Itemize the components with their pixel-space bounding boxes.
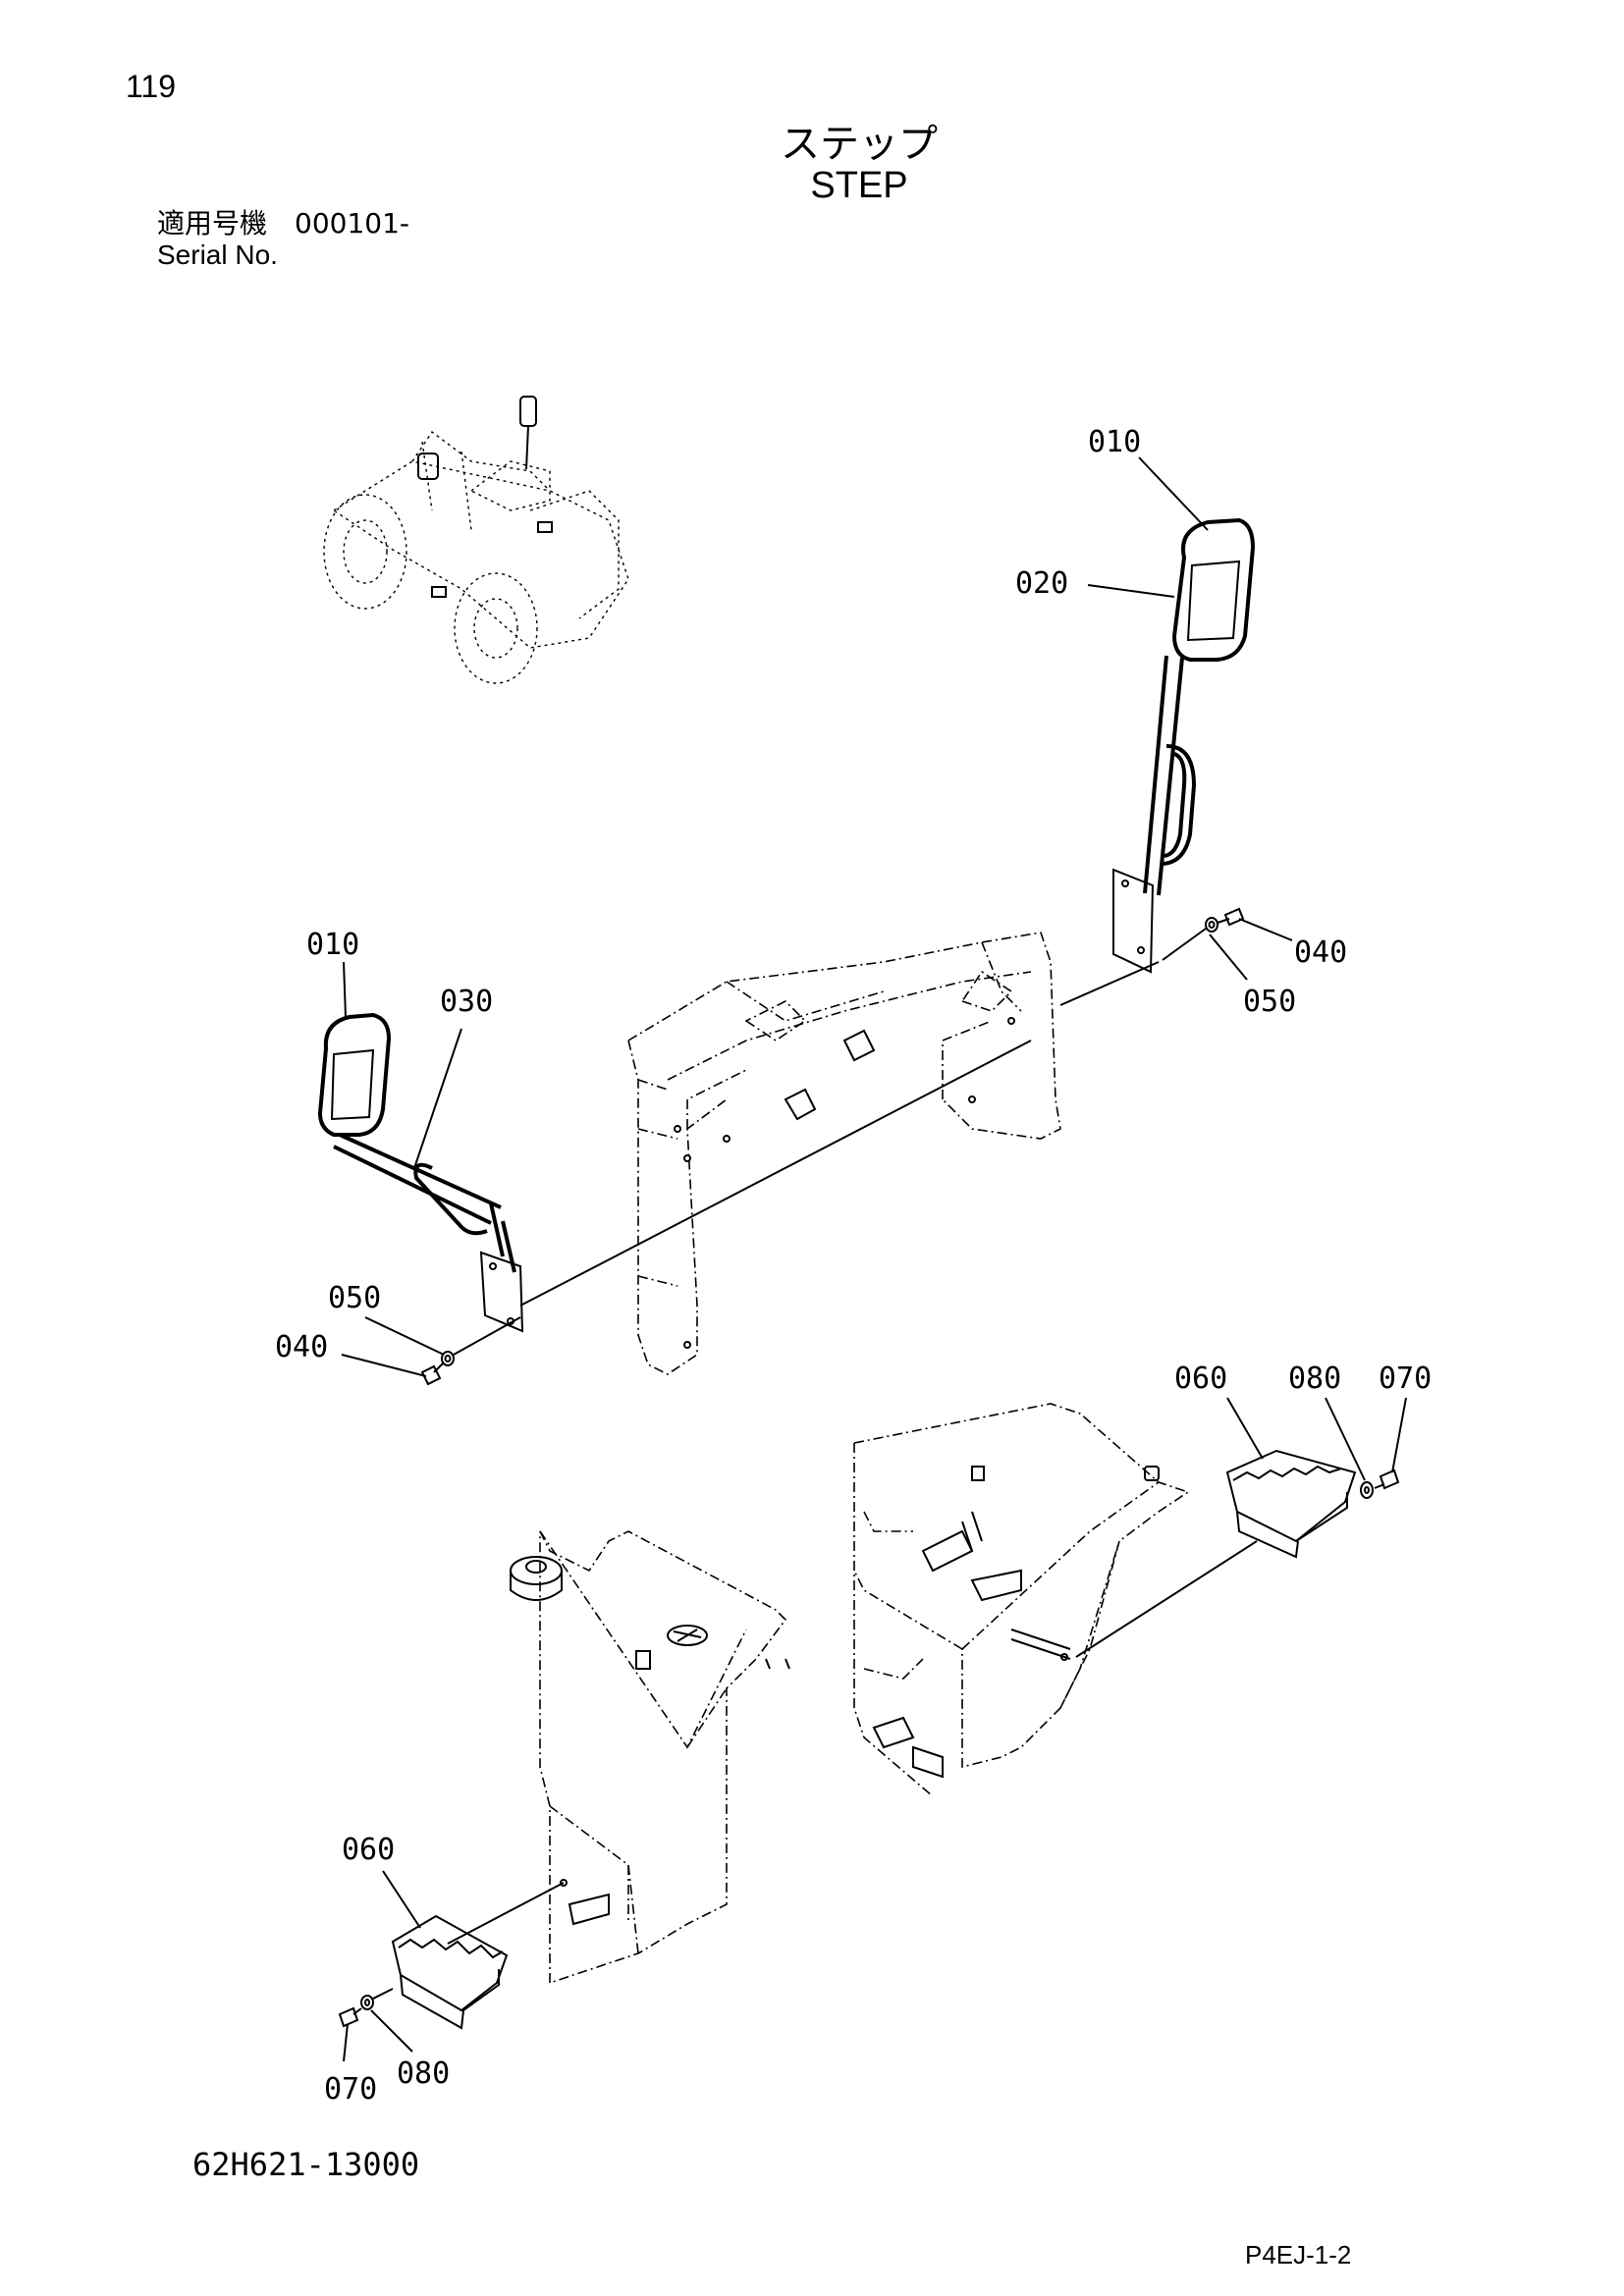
right-pedal-bolt-washer (1360, 1468, 1400, 1499)
right-tank-phantom (853, 1403, 1190, 1797)
serial-label-en: Serial No. (157, 240, 278, 270)
page-title-jp: ステップ (781, 122, 938, 167)
step-frame-phantom (627, 932, 1061, 1375)
left-pedal-bolt-washer (338, 1988, 394, 2028)
callout-060-left: 060 (342, 1833, 395, 1867)
page-number: 119 (126, 69, 177, 104)
callout-040-left: 040 (275, 1330, 328, 1364)
page-code: P4EJ-1-2 (1245, 2240, 1352, 2269)
tank-leader-left (447, 1882, 565, 1945)
callout-050-left: 050 (328, 1281, 381, 1315)
callout-labels: 010 020 040 050 010 030 050 040 060 080 … (275, 425, 1432, 2107)
callout-060-right: 060 (1174, 1362, 1227, 1396)
callout-030: 030 (440, 985, 493, 1019)
right-bolt-washer (1205, 907, 1245, 933)
left-mirror-assembly (317, 1012, 524, 1333)
bolt-leader-right (1162, 928, 1207, 961)
left-tank-phantom (510, 1530, 790, 1985)
callout-010-left: 010 (306, 928, 359, 962)
right-step-pedal (1225, 1449, 1357, 1559)
callout-080-left: 080 (397, 2056, 450, 2091)
drawing-part-number: 62H621-13000 (192, 2146, 420, 2183)
serial-label-jp: 適用号機 000101- (157, 207, 409, 240)
left-bolt-washer (420, 1316, 521, 1386)
frame-leader-right (1059, 961, 1160, 1006)
callout-020: 020 (1015, 566, 1068, 601)
callout-040-right: 040 (1294, 935, 1347, 970)
callout-070-right: 070 (1379, 1362, 1432, 1396)
frame-leader-left (519, 1040, 1032, 1307)
callout-080-right: 080 (1288, 1362, 1341, 1396)
callout-leaders (341, 456, 1407, 2062)
callout-050-right: 050 (1243, 985, 1296, 1019)
tank-leader-right (1075, 1540, 1258, 1658)
page-title-en: STEP (810, 165, 908, 206)
callout-070-left: 070 (324, 2072, 377, 2107)
tractor-overview-illustration (323, 396, 629, 684)
callout-010-right: 010 (1088, 425, 1141, 459)
right-mirror-assembly (1112, 517, 1256, 974)
left-step-pedal (391, 1914, 509, 2030)
